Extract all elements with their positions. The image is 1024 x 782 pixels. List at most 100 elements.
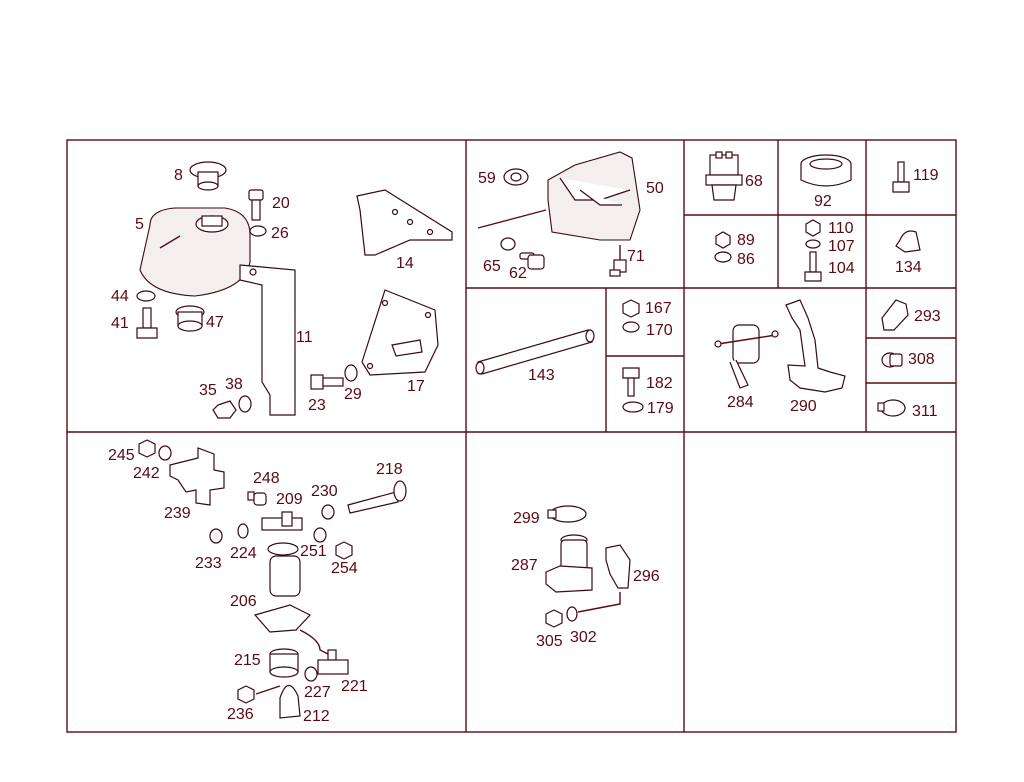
part-label: 182 xyxy=(646,375,673,392)
grommet-part xyxy=(503,168,529,186)
pump-part xyxy=(253,542,337,661)
part-label: 209 xyxy=(276,491,303,508)
part-label: 23 xyxy=(308,397,326,414)
grommet-part xyxy=(175,305,205,332)
part-label: 215 xyxy=(234,652,261,669)
washer-part xyxy=(238,395,252,413)
washer-part xyxy=(344,364,358,382)
part-label: 299 xyxy=(513,510,540,527)
cell-valve-bracket: 284 290 xyxy=(714,299,846,415)
cell-nuts-small: 89 86 xyxy=(714,231,755,268)
part-label: 296 xyxy=(633,568,660,585)
washer-part xyxy=(321,504,335,520)
washer-part xyxy=(622,401,644,413)
washer-part xyxy=(566,606,578,622)
part-label: 65 xyxy=(483,258,501,275)
washer-part xyxy=(158,445,172,461)
cell-fasteners: 110 107 104 xyxy=(804,219,855,282)
washer-part xyxy=(714,251,732,263)
part-label: 248 xyxy=(253,470,280,487)
part-label: 134 xyxy=(895,259,922,276)
washer-part xyxy=(209,528,223,544)
part-label: 287 xyxy=(511,557,538,574)
cell-bolt-washer: 182 179 xyxy=(622,367,674,417)
part-label: 68 xyxy=(745,173,763,190)
bolt-part xyxy=(519,252,545,270)
washer-part xyxy=(805,239,821,249)
cell-clip-293: 293 xyxy=(881,299,941,331)
part-label: 38 xyxy=(225,376,243,393)
hose-part xyxy=(475,329,595,375)
part-label: 212 xyxy=(303,708,330,725)
sensor-part xyxy=(247,491,267,506)
cover-part xyxy=(547,151,641,241)
clip-part xyxy=(261,511,303,531)
bolt-part xyxy=(804,251,822,282)
bracket-part xyxy=(605,544,631,589)
bolt-part xyxy=(136,307,158,339)
cell-gear: 92 xyxy=(800,154,852,210)
sleeve-part xyxy=(269,648,299,678)
clip-part xyxy=(895,230,921,253)
bolt-part xyxy=(310,374,344,390)
part-label: 20 xyxy=(272,195,290,212)
part-label: 293 xyxy=(914,308,941,325)
part-label: 71 xyxy=(627,248,645,265)
clamp-part xyxy=(877,399,906,417)
nut-part xyxy=(138,439,156,458)
bolt-part xyxy=(622,367,640,397)
part-label: 8 xyxy=(174,167,183,184)
washer-part xyxy=(136,290,156,302)
cell-valve-assembly: 299 287 296 305 302 xyxy=(511,505,660,650)
bracket-part xyxy=(356,189,453,256)
part-label: 62 xyxy=(509,265,527,282)
cell-pump-assembly: 245 242 239 248 209 230 218 233 224 251 … xyxy=(108,439,407,725)
part-label: 179 xyxy=(647,400,674,417)
part-label: 110 xyxy=(828,220,854,237)
part-label: 311 xyxy=(912,403,938,420)
reservoir-tank xyxy=(139,207,251,297)
part-label: 14 xyxy=(396,255,414,272)
part-label: 302 xyxy=(570,629,597,646)
nut-part xyxy=(715,231,731,249)
nut-part xyxy=(545,609,563,628)
part-label: 50 xyxy=(646,180,664,197)
part-label: 26 xyxy=(271,225,289,242)
washer-part xyxy=(237,523,249,539)
cell-clamp-311: 311 xyxy=(877,399,938,420)
part-label: 230 xyxy=(311,483,338,500)
part-label: 221 xyxy=(341,678,368,695)
part-label: 143 xyxy=(528,367,555,384)
part-label: 104 xyxy=(828,260,855,277)
part-label: 86 xyxy=(737,251,755,268)
cell-cover: 59 50 65 62 71 xyxy=(477,151,664,282)
nut-part xyxy=(805,219,821,237)
part-label: 284 xyxy=(727,394,754,411)
clamp-part xyxy=(547,505,587,523)
part-label: 170 xyxy=(646,322,673,339)
washer-part xyxy=(313,527,327,543)
washer-part xyxy=(249,225,267,237)
part-label: 107 xyxy=(828,238,855,255)
sensor-part xyxy=(705,151,743,201)
part-label: 29 xyxy=(344,386,362,403)
plate-part xyxy=(361,289,439,376)
bolt-part xyxy=(317,659,349,675)
part-label: 233 xyxy=(195,555,222,572)
part-label: 92 xyxy=(814,193,832,210)
part-label: 305 xyxy=(536,633,563,650)
part-label: 308 xyxy=(908,351,935,368)
part-label: 59 xyxy=(478,170,496,187)
nut-part xyxy=(622,299,640,318)
washer-part xyxy=(622,321,640,333)
bracket-part xyxy=(785,299,846,393)
part-label: 239 xyxy=(164,505,191,522)
part-label: 224 xyxy=(230,545,257,562)
part-label: 17 xyxy=(407,378,425,395)
mount-part xyxy=(279,684,301,719)
part-label: 251 xyxy=(300,543,327,560)
part-label: 236 xyxy=(227,706,254,723)
bracket-part xyxy=(169,447,225,506)
bolt-part xyxy=(248,189,264,221)
part-label: 254 xyxy=(331,560,358,577)
